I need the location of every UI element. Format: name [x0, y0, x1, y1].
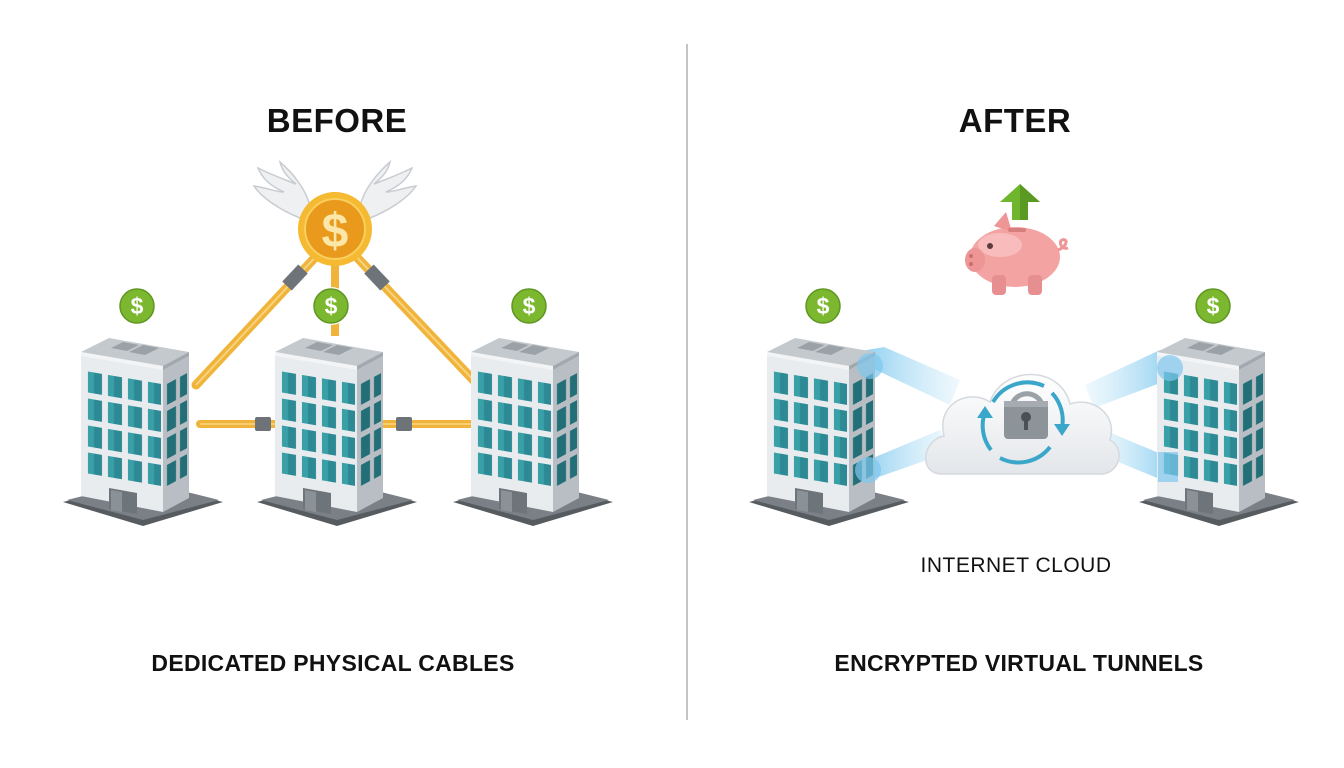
dollar-badge-icon: [312, 287, 350, 325]
before-caption: DEDICATED PHYSICAL CABLES: [151, 650, 515, 676]
arrow-up-icon: [1000, 184, 1040, 220]
piggy-bank-icon: [965, 212, 1069, 295]
internet-cloud-label: INTERNET CLOUD: [920, 554, 1112, 577]
dollar-badge-icon: [510, 287, 548, 325]
dollar-badge-icon: [1194, 287, 1232, 325]
after-title: AFTER: [958, 102, 1072, 139]
sync-arrows-icon: [977, 380, 1070, 465]
dollar-badge-icon: [804, 287, 842, 325]
dollar-badge-icon: [118, 287, 156, 325]
after-caption: ENCRYPTED VIRTUAL TUNNELS: [834, 650, 1204, 676]
lock-icon: [1004, 391, 1048, 439]
svg-text:$: $: [322, 205, 349, 258]
before-building-right: [453, 338, 613, 526]
flying-money-icon: $: [252, 159, 418, 266]
before-building-left: [63, 338, 223, 526]
before-building-center: [257, 338, 417, 526]
before-title: BEFORE: [266, 102, 408, 139]
